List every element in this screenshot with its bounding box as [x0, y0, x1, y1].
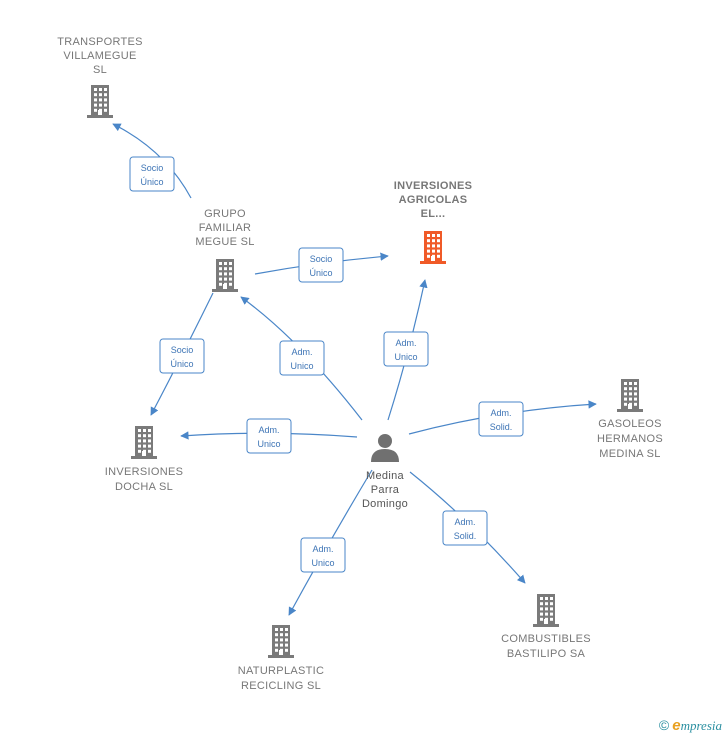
node-label-line: MEGUE SL — [195, 236, 254, 248]
node-label-line: BASTILIPO SA — [507, 648, 586, 660]
edge-line — [112, 123, 192, 199]
edge-medina-to-naturplastic: Adm. Unico — [288, 469, 373, 616]
node-combustibles[interactable]: COMBUSTIBLES BASTILIPO SA — [501, 594, 591, 660]
building-icon[interactable] — [87, 85, 113, 118]
edge-label-box[interactable] — [159, 338, 205, 374]
node-naturplastic[interactable]: NATURPLASTIC RECICLING SL — [238, 625, 325, 692]
edge-label-text: Solid. — [454, 531, 477, 541]
node-label-line: EL... — [421, 208, 446, 220]
edge-label-box[interactable] — [298, 247, 344, 283]
node-label-line: INVERSIONES — [105, 466, 184, 478]
node-label-line: TRANSPORTES — [57, 36, 143, 48]
building-icon[interactable] — [420, 231, 446, 264]
edge-label-text: Unico — [257, 439, 280, 449]
edges-layer: SocioÚnicoSocioÚnicoSocioÚnicoAdm.UnicoA… — [112, 123, 597, 616]
edge-medina-to-grupo: Adm. Unico — [240, 296, 363, 421]
node-inversiones_agricolas[interactable]: INVERSIONES AGRICOLAS EL... — [394, 180, 473, 264]
edge-label-text: Único — [170, 359, 193, 369]
edge-label-box[interactable] — [383, 331, 429, 367]
node-label-line: GRUPO — [204, 208, 246, 220]
edge-label-text: Adm. — [312, 544, 333, 554]
edge-label-text: Adm. — [454, 517, 475, 527]
nodes-layer: TRANSPORTES VILLAMEGUE SL GRUPO FAMILIAR MEGU… — [57, 36, 663, 692]
node-label-line: SL — [93, 64, 107, 76]
brand-logo-initial: e — [672, 717, 681, 734]
edge-label-text: Adm. — [258, 425, 279, 435]
copyright-icon: © — [658, 717, 670, 733]
node-label-line: Medina — [366, 470, 404, 482]
edge-label-text: Solid. — [490, 422, 513, 432]
edge-label-text: Unico — [394, 352, 417, 362]
node-label-line: VILLAMEGUE — [63, 50, 136, 62]
edge-label-text: Socio — [141, 163, 164, 173]
edge-label-box[interactable] — [478, 401, 524, 437]
node-grupo[interactable]: GRUPO FAMILIAR MEGUE SL — [195, 208, 254, 292]
node-label-line: FAMILIAR — [199, 222, 252, 234]
edge-label-text: Adm. — [291, 347, 312, 357]
node-transportes[interactable]: TRANSPORTES VILLAMEGUE SL — [57, 36, 143, 118]
footer-brand: ©empresia — [659, 717, 722, 734]
building-icon[interactable] — [131, 426, 157, 459]
edge-label-text: Unico — [290, 361, 313, 371]
node-label-line: Domingo — [362, 498, 408, 510]
edge-label-box[interactable] — [129, 156, 175, 192]
node-label-line: RECICLING SL — [241, 680, 321, 692]
edge-label-text: Unico — [311, 558, 334, 568]
edge-label-text: Único — [309, 268, 332, 278]
edge-label-box[interactable] — [300, 537, 346, 573]
node-gasoleos[interactable]: GASOLEOS HERMANOS MEDINA SL — [597, 379, 663, 460]
edge-label-box[interactable] — [442, 510, 488, 546]
node-label-line: HERMANOS — [597, 433, 663, 445]
person-icon[interactable] — [371, 434, 399, 462]
building-icon[interactable] — [533, 594, 559, 627]
edge-medina-to-combustibles: Adm. Solid. — [409, 471, 526, 584]
node-label-line: INVERSIONES — [394, 180, 473, 192]
edge-label-text: Adm. — [395, 338, 416, 348]
node-label-line: MEDINA SL — [599, 448, 660, 460]
edge-medina-to-inversiones_docha: Adm. Unico — [180, 418, 358, 454]
edge-label-box[interactable] — [279, 340, 325, 376]
node-label-line: GASOLEOS — [598, 418, 662, 430]
node-inversiones_docha[interactable]: INVERSIONES DOCHA SL — [105, 426, 184, 493]
edge-medina-to-inversiones_agricolas: Adm. Unico — [383, 279, 429, 421]
building-icon[interactable] — [268, 625, 294, 658]
edge-medina-to-gasoleos: Adm. Solid. — [408, 400, 597, 437]
node-label-line: COMBUSTIBLES — [501, 633, 591, 645]
brand-logo-text: mpresia — [680, 718, 722, 733]
node-label-line: AGRICOLAS — [399, 194, 468, 206]
edge-label-box[interactable] — [246, 418, 292, 454]
node-label-line: NATURPLASTIC — [238, 665, 325, 677]
node-label-line: Parra — [371, 484, 400, 496]
building-icon[interactable] — [617, 379, 643, 412]
edge-label-text: Socio — [310, 254, 333, 264]
edge-label-text: Socio — [171, 345, 194, 355]
edge-label-text: Único — [140, 177, 163, 187]
building-icon[interactable] — [212, 259, 238, 292]
node-label-line: DOCHA SL — [115, 481, 173, 493]
edge-label-text: Adm. — [490, 408, 511, 418]
